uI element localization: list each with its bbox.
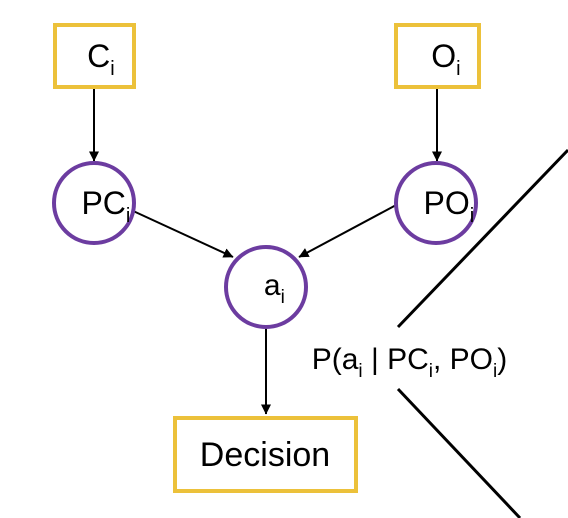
node-a-label: ai xyxy=(222,269,310,310)
node-c-label: Ci xyxy=(43,38,142,82)
node-decision-label: Decision xyxy=(200,436,330,474)
node-pc-circle xyxy=(52,161,136,245)
node-po-main: PO xyxy=(424,185,470,221)
node-po-circle xyxy=(394,161,478,245)
node-a-main: a xyxy=(264,269,281,302)
edge-label-close: ) xyxy=(497,343,507,376)
edge-label-sub-pc: i xyxy=(429,361,433,382)
edge-label-mid: | PC xyxy=(363,343,429,376)
edge-label-probability: P(ai | PCi, POi) xyxy=(270,343,532,382)
node-o-main: O xyxy=(431,38,456,74)
node-c-main: C xyxy=(87,38,110,74)
node-po-sub: i xyxy=(470,205,474,227)
divider-line-upper xyxy=(396,148,568,329)
edge-label-p-open: P(a xyxy=(312,343,359,376)
node-a-sub: i xyxy=(281,287,285,308)
edge-label-comma: , PO xyxy=(433,343,493,376)
edge-label-sub-po: i xyxy=(493,361,497,382)
node-pc-label: PCi xyxy=(37,185,157,229)
node-pc-main: PC xyxy=(81,185,125,221)
node-pc-sub: i xyxy=(126,205,130,227)
node-o-label: Oi xyxy=(387,38,487,82)
edge-po-to-a xyxy=(298,203,399,258)
node-decision-box xyxy=(173,416,358,493)
node-po-label: POi xyxy=(379,185,501,229)
edge-pc-to-a xyxy=(130,209,234,258)
divider-line-lower xyxy=(396,387,522,518)
node-o-box xyxy=(394,23,481,89)
edge-label-sub-a: i xyxy=(358,361,362,382)
node-c-box xyxy=(53,23,136,89)
node-c-sub: i xyxy=(110,58,114,80)
node-a-circle xyxy=(224,245,308,329)
node-o-sub: i xyxy=(456,58,460,80)
